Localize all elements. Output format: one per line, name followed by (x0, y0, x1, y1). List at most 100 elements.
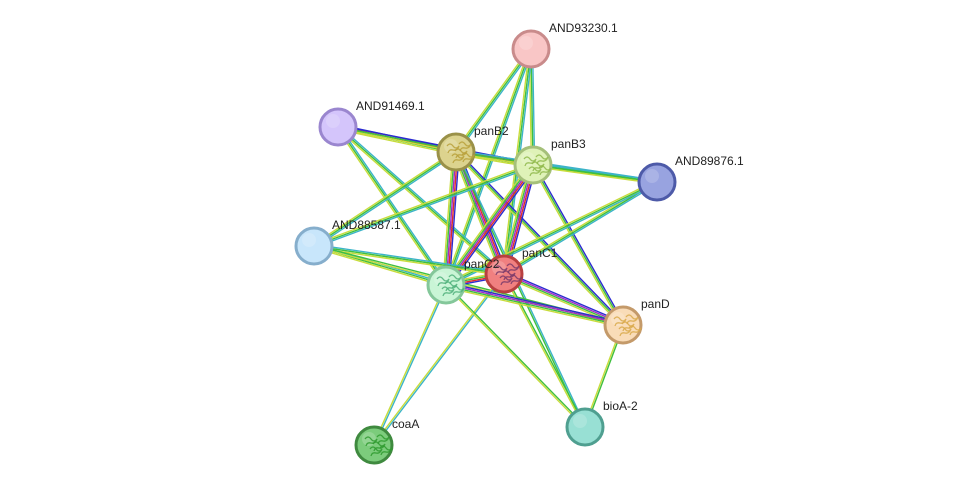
edge-panb3-pand[interactable] (530, 163, 626, 327)
edge-strand (456, 49, 533, 154)
edge-strand (445, 151, 457, 286)
protein-structure-icon (494, 263, 523, 286)
edge-strand (314, 243, 505, 274)
edge-panb3-and89876-1[interactable] (532, 162, 658, 185)
protein-structure-icon (523, 154, 552, 177)
edge-strand (445, 181, 658, 286)
edge-panc1-pand[interactable] (502, 271, 625, 328)
edge-strand (314, 165, 534, 249)
node-label-panc2: panC2 (464, 257, 500, 271)
edge-panc1-coaa[interactable] (372, 273, 506, 446)
edge-strand (533, 163, 626, 325)
node-coaa[interactable] (354, 425, 394, 465)
node-and93230-1[interactable] (511, 29, 551, 69)
edge-strand (442, 162, 531, 284)
edge-panc2-coaa[interactable] (372, 284, 448, 446)
edge-strand (446, 49, 534, 286)
edge-strand (337, 126, 447, 286)
edge-strand (313, 164, 534, 247)
edge-strand (313, 162, 533, 246)
node-panc1[interactable] (484, 254, 524, 294)
node-label-bioa-2: bioA-2 (603, 399, 638, 413)
node-circle (637, 162, 677, 202)
node-highlight (519, 36, 533, 50)
node-highlight (326, 114, 340, 128)
node-and91469-1[interactable] (318, 107, 358, 147)
node-circle (318, 107, 358, 147)
edge-strand (502, 274, 585, 428)
edge-panb2-and88587-1[interactable] (312, 150, 458, 248)
edge-strand (444, 163, 533, 285)
node-circle (426, 265, 466, 305)
edge-panc2-pand[interactable] (445, 281, 624, 329)
edge-panc1-bioa-2[interactable] (502, 273, 587, 428)
edge-and93230-1-panc2[interactable] (443, 48, 534, 286)
node-layer (294, 29, 677, 465)
edge-strand (455, 48, 532, 153)
node-highlight (645, 169, 659, 183)
edge-panb2-bioa-2[interactable] (454, 151, 587, 428)
node-panc2[interactable] (426, 265, 466, 305)
node-circle (565, 407, 605, 447)
node-label-panb3: panB3 (551, 137, 586, 151)
node-label-panb2: panB2 (474, 124, 509, 138)
edge-panb2-panc2[interactable] (442, 151, 460, 286)
edge-strand (313, 245, 505, 275)
node-circle (436, 132, 476, 172)
edge-strand (374, 274, 506, 446)
edge-panb3-and88587-1[interactable] (313, 162, 534, 249)
edge-strand (442, 151, 454, 285)
edge-strand (504, 272, 624, 325)
edge-strand (448, 152, 460, 286)
edge-strand (372, 284, 446, 445)
edge-strand (446, 283, 624, 325)
edge-strand (452, 152, 502, 276)
edge-strand (445, 286, 623, 329)
node-label-coaa: coaA (392, 417, 419, 431)
node-label-and93230-1: AND93230.1 (549, 21, 618, 35)
node-circle (294, 226, 334, 266)
edge-strand (445, 285, 623, 327)
edge-strand (454, 47, 531, 152)
edge-strand (443, 151, 456, 285)
edge-strand (443, 48, 531, 285)
node-and89876-1[interactable] (637, 162, 677, 202)
node-highlight (573, 414, 587, 428)
node-circle (513, 145, 553, 185)
edge-strand (444, 285, 585, 429)
node-label-and89876-1: AND89876.1 (675, 154, 744, 168)
edge-strand (530, 165, 623, 327)
edge-and93230-1-panb2[interactable] (454, 47, 533, 154)
protein-structure-icon (613, 314, 642, 337)
node-label-panc1: panC1 (522, 246, 558, 260)
edge-strand (374, 285, 448, 446)
edge-strand (532, 164, 624, 326)
node-panb3[interactable] (513, 145, 553, 185)
node-label-pand: panD (641, 297, 670, 311)
node-label-and88587-1: AND88587.1 (332, 218, 401, 232)
edge-strand (453, 152, 504, 275)
edge-strand (445, 164, 534, 286)
protein-structure-icon (364, 434, 393, 457)
node-and88587-1[interactable] (294, 226, 334, 266)
edge-and91469-1-panc2[interactable] (336, 125, 448, 287)
edge-panc2-bioa-2[interactable] (444, 283, 587, 429)
edge-strand (456, 151, 587, 427)
edge-strand (533, 162, 658, 182)
edge-strand (445, 48, 532, 286)
edge-strand (444, 179, 657, 285)
edge-strand (504, 182, 659, 276)
node-bioa-2[interactable] (565, 407, 605, 447)
node-label-and91469-1: AND91469.1 (356, 99, 425, 113)
edge-and88587-1-panc1[interactable] (313, 243, 505, 277)
node-pand[interactable] (603, 305, 643, 345)
edge-strand (338, 125, 448, 285)
edge-strand (503, 274, 623, 327)
node-circle (511, 29, 551, 69)
node-panb2[interactable] (436, 132, 476, 172)
edge-strand (336, 127, 446, 287)
edge-strand (312, 150, 456, 246)
